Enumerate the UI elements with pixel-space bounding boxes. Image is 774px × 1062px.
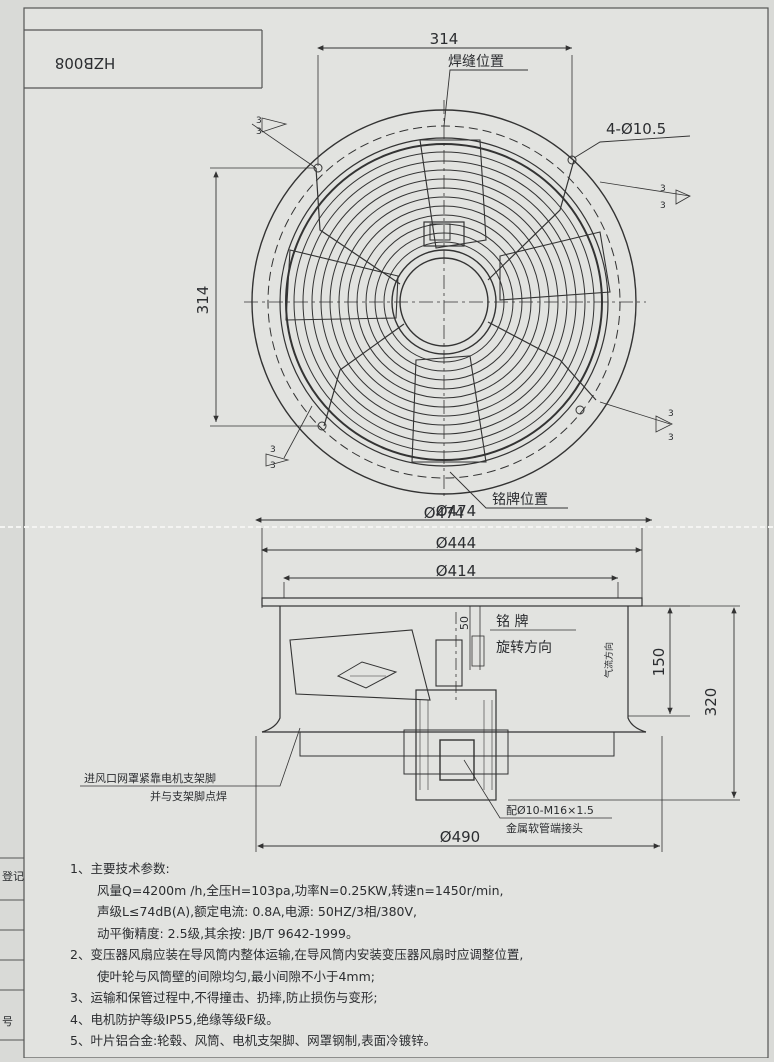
note-3: 3、运输和保管过程中,不得撞击、扔摔,防止损伤与变形;	[70, 990, 378, 1005]
dim-320: 320	[702, 688, 720, 717]
dim-474-side: Ø474	[436, 502, 476, 520]
holes-label: 4-Ø10.5	[606, 120, 666, 138]
svg-text:3: 3	[668, 433, 674, 443]
inlet-guard-note-1: 进风口网罩紧靠电机支架脚	[84, 771, 216, 785]
top-view	[210, 45, 691, 509]
dim-314-horizontal: 314	[430, 30, 459, 48]
nameplate-label: 铭 牌	[496, 613, 528, 630]
airflow-direction-label: 气流方向	[603, 642, 615, 678]
svg-text:3: 3	[256, 127, 262, 137]
dim-150: 150	[650, 648, 668, 677]
note-2-line-2: 使叶轮与风筒壁的间隙均匀,最小间隙不小于4mm;	[97, 968, 375, 984]
fitting-note-2: 金属软管端接头	[506, 821, 583, 835]
margin-label-register: 登记	[2, 869, 24, 883]
nameplate-position-label: 铭牌位置	[492, 491, 548, 508]
drawing-code: HZB008	[55, 54, 115, 72]
note-1-line-2: 声级L≤74dB(A),额定电流: 0.8A,电源: 50HZ/3相/380V,	[97, 904, 418, 919]
svg-text:3: 3	[660, 201, 666, 211]
note-5: 5、叶片铝合金:轮毂、风筒、电机支架脚、网罩钢制,表面冷镀锌。	[70, 1033, 437, 1048]
side-view	[80, 517, 740, 852]
dim-490: Ø490	[440, 828, 480, 846]
dim-444: Ø444	[436, 534, 476, 552]
note-1-title: 1、主要技术参数:	[70, 861, 170, 876]
technical-notes: 1、主要技术参数: 风量Q=4200m /h,全压H=103pa,功率N=0.2…	[70, 858, 760, 1052]
dim-414: Ø414	[436, 562, 476, 580]
fitting-note-1: 配Ø10-M16×1.5	[506, 804, 594, 817]
weld-position-label: 焊缝位置	[448, 54, 504, 70]
note-2-line-1: 2、变压器风扇应装在导风筒内整体运输,在导风筒内安装变压器风扇时应调整位置,	[70, 947, 524, 962]
inlet-guard-note-2: 并与支架脚点焊	[150, 789, 227, 803]
weld-symbols	[261, 117, 691, 467]
weld-labels: 33 33 33 33	[256, 116, 674, 471]
svg-text:3: 3	[270, 461, 276, 471]
svg-text:3: 3	[660, 184, 666, 194]
note-1-line-1: 风量Q=4200m /h,全压H=103pa,功率N=0.25KW,转速n=14…	[97, 882, 504, 898]
margin-label-number: 号	[2, 1015, 13, 1028]
note-4: 4、电机防护等级IP55,绝缘等级F级。	[70, 1011, 279, 1027]
svg-text:3: 3	[668, 409, 674, 419]
note-1-line-3: 动平衡精度: 2.5级,其余按: JB/T 9642-1999。	[97, 925, 359, 941]
svg-text:3: 3	[270, 445, 276, 455]
dim-50: 50	[458, 616, 471, 630]
dim-314-vertical: 314	[194, 286, 212, 315]
sheet-border	[23, 7, 769, 1059]
rotation-direction-label: 旋转方向	[496, 640, 552, 656]
svg-text:3: 3	[256, 116, 262, 126]
